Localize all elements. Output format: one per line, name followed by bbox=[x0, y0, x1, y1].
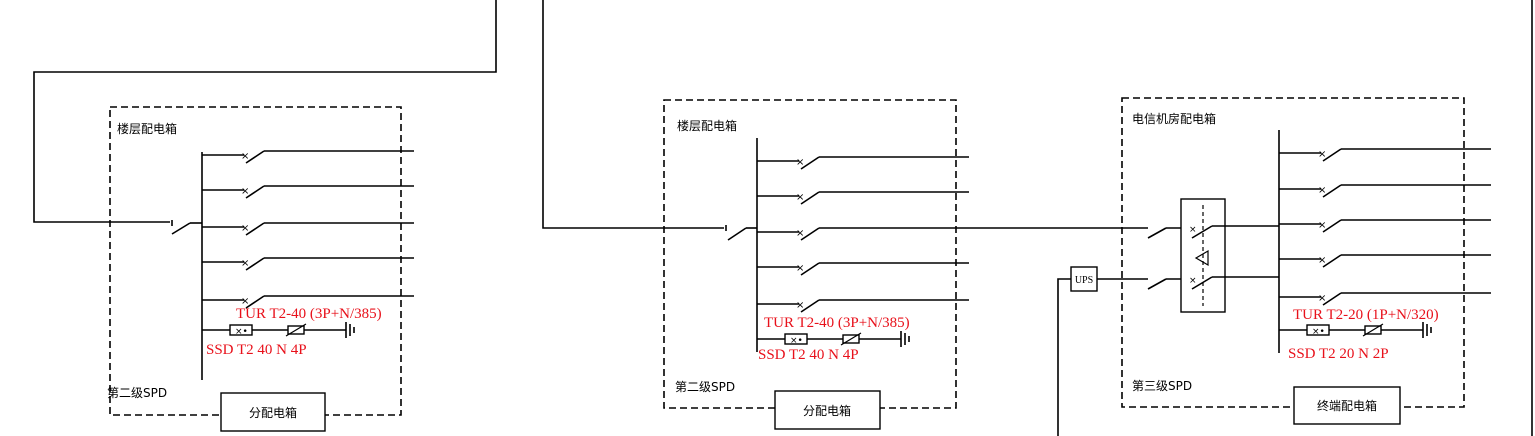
panel-2-spd-level: 第二级SPD bbox=[675, 380, 735, 394]
panel-2-spd-model: TUR T2-40 (3P+N/385) bbox=[764, 315, 910, 331]
panel-2-breaker-2 bbox=[756, 191, 970, 205]
link-panel2-to-panel3 bbox=[969, 227, 1192, 239]
ups-feed: UPS bbox=[1057, 266, 1192, 436]
panel-1-breaker-2 bbox=[201, 185, 415, 199]
feeder-line-1 bbox=[33, 0, 497, 235]
panel-1-title: 楼层配电箱 bbox=[117, 121, 177, 136]
panel-2-breaker-3 bbox=[756, 227, 970, 241]
panel-3-breaker-4 bbox=[1278, 254, 1492, 268]
panel-3: 电信机房配电箱 × × TUR T2-20 (1P+N/320) SSD T2 … bbox=[1121, 97, 1492, 425]
panel-1-breaker-1 bbox=[201, 150, 415, 164]
panel-2-breaker-5 bbox=[756, 299, 970, 313]
panel-2: 楼层配电箱 TUR T2-40 (3P+N/385) SSD T2 40 N 4… bbox=[663, 99, 970, 430]
transfer-switch: × × bbox=[1180, 198, 1279, 313]
panel-2-breaker-4 bbox=[756, 262, 970, 276]
svg-text:×: × bbox=[1189, 225, 1197, 235]
panel-3-spd-level: 第三级SPD bbox=[1132, 379, 1192, 393]
panel-2-boundary bbox=[663, 99, 957, 409]
svg-text:×: × bbox=[1189, 276, 1197, 286]
panel-1-spd-model: TUR T2-40 (3P+N/385) bbox=[236, 306, 382, 322]
panel-3-box-label: 终端配电箱 bbox=[1317, 398, 1377, 413]
panel-3-boundary bbox=[1121, 97, 1465, 408]
ups-label: UPS bbox=[1075, 275, 1093, 286]
panel-2-box-label: 分配电箱 bbox=[803, 403, 851, 418]
panel-1-box-label: 分配电箱 bbox=[249, 405, 297, 420]
panel-1: 楼层配电箱 TUR T2-40 (3P+N/385) SSD T2 40 N 4… bbox=[107, 106, 415, 432]
panel-1-breaker-3 bbox=[201, 222, 415, 236]
panel-1-distribution-box bbox=[220, 392, 326, 432]
panel-2-title: 楼层配电箱 bbox=[677, 118, 737, 133]
panel-3-title: 电信机房配电箱 bbox=[1132, 111, 1216, 126]
panel-3-spd-model: TUR T2-20 (1P+N/320) bbox=[1293, 307, 1439, 323]
panel-1-ssd-model: SSD T2 40 N 4P bbox=[206, 342, 307, 358]
panel-3-spd-chain bbox=[1278, 321, 1432, 339]
panel-1-spd-chain bbox=[201, 321, 355, 339]
panel-2-spd-chain bbox=[756, 330, 910, 348]
panel-1-spd-level: 第二级SPD bbox=[107, 386, 167, 400]
panel-2-ssd-model: SSD T2 40 N 4P bbox=[758, 347, 859, 363]
panel-3-breaker-5 bbox=[1278, 292, 1492, 306]
panel-2-distribution-box bbox=[774, 390, 881, 430]
panel-3-ssd-model: SSD T2 20 N 2P bbox=[1288, 346, 1389, 362]
panel-3-breaker-2 bbox=[1278, 184, 1492, 198]
panel-2-breaker-1 bbox=[756, 156, 970, 170]
panel-1-breaker-4 bbox=[201, 257, 415, 271]
panel-3-breaker-1 bbox=[1278, 148, 1492, 162]
panel-3-terminal-box bbox=[1293, 386, 1401, 425]
panel-1-boundary bbox=[109, 106, 402, 416]
panel-3-breaker-3 bbox=[1278, 219, 1492, 233]
